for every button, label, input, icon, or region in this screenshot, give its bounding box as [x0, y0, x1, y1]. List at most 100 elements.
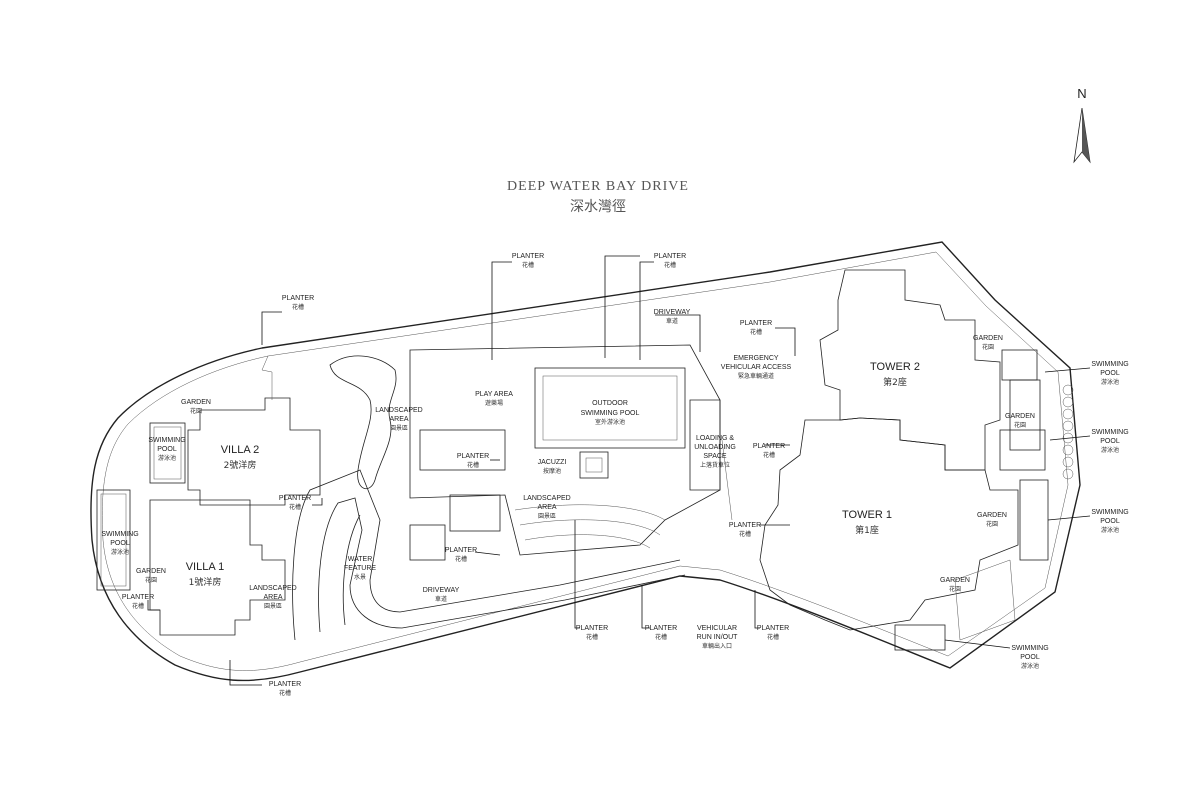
label-landscaped-3: LANDSCAPED AREA 園景區 — [523, 495, 570, 520]
label-garden-villa2: GARDEN 花園 — [181, 399, 211, 415]
svg-text:花槽: 花槽 — [750, 328, 762, 336]
label-planter-b1: PLANTER 花槽 — [576, 625, 608, 641]
planter-strip — [1062, 384, 1074, 480]
svg-text:PLANTER: PLANTER — [740, 320, 772, 327]
svg-text:車道: 車道 — [435, 595, 447, 603]
svg-text:OUTDOOR: OUTDOOR — [592, 400, 628, 407]
svg-text:PLANTER: PLANTER — [279, 495, 311, 502]
svg-text:GARDEN: GARDEN — [1005, 413, 1035, 420]
svg-text:游泳池: 游泳池 — [1101, 378, 1119, 386]
svg-text:PLANTER: PLANTER — [512, 253, 544, 260]
svg-text:SWIMMING: SWIMMING — [1011, 645, 1048, 652]
svg-text:室外游泳池: 室外游泳池 — [595, 418, 625, 426]
label-jacuzzi: JACUZZI 按摩池 — [538, 459, 567, 475]
svg-text:游泳池: 游泳池 — [1101, 446, 1119, 454]
svg-text:PLANTER: PLANTER — [576, 625, 608, 632]
svg-text:水景: 水景 — [354, 573, 366, 581]
label-driveway-bottom: DRIVEWAY 車道 — [423, 587, 460, 603]
site-boundary — [90, 241, 1081, 682]
svg-text:SWIMMING: SWIMMING — [148, 437, 185, 444]
svg-text:游泳池: 游泳池 — [158, 454, 176, 462]
svg-text:車道: 車道 — [666, 317, 678, 325]
svg-text:VILLA 2: VILLA 2 — [221, 444, 260, 456]
label-planter-villa: PLANTER 花槽 — [279, 495, 311, 511]
svg-text:園景區: 園景區 — [264, 603, 282, 610]
label-planter-t2: PLANTER 花槽 — [740, 320, 772, 336]
svg-text:花槽: 花槽 — [655, 633, 667, 641]
svg-text:POOL: POOL — [1100, 438, 1120, 445]
label-landscaped-2: LANDSCAPED AREA 園景區 — [249, 585, 296, 610]
label-planter-bl: PLANTER 花槽 — [269, 681, 301, 697]
svg-text:GARDEN: GARDEN — [977, 512, 1007, 519]
label-play-area: PLAY AREA 遊樂場 — [475, 391, 513, 407]
svg-text:LOADING &: LOADING & — [696, 435, 734, 442]
svg-text:UNLOADING: UNLOADING — [694, 444, 736, 451]
label-garden-t1a: GARDEN 花園 — [977, 512, 1007, 528]
svg-text:花槽: 花槽 — [522, 261, 534, 269]
svg-text:花槽: 花槽 — [763, 451, 775, 459]
svg-text:花槽: 花槽 — [767, 633, 779, 641]
north-arrow-icon: N — [1073, 86, 1091, 164]
label-pool-r3: SWIMMING POOL 游泳池 — [1091, 509, 1128, 534]
label-planter-top2: PLANTER 花槽 — [654, 253, 686, 269]
label-emergency-access: EMERGENCY VEHICULAR ACCESS 緊急車輛通道 — [721, 355, 792, 380]
svg-text:花園: 花園 — [1014, 421, 1026, 429]
svg-text:POOL: POOL — [1020, 654, 1040, 661]
svg-text:PLANTER: PLANTER — [654, 253, 686, 260]
road-name-en: DEEP WATER BAY DRIVE — [507, 179, 689, 194]
svg-text:PLAY AREA: PLAY AREA — [475, 391, 513, 398]
svg-text:花園: 花園 — [949, 585, 961, 593]
label-planter-v1: PLANTER 花槽 — [122, 594, 154, 610]
svg-text:SPACE: SPACE — [703, 453, 727, 460]
svg-text:PLANTER: PLANTER — [122, 594, 154, 601]
svg-text:EMERGENCY: EMERGENCY — [733, 355, 778, 362]
label-pool-r1: SWIMMING POOL 游泳池 — [1091, 361, 1128, 386]
amenity-block — [329, 344, 733, 561]
svg-text:PLANTER: PLANTER — [729, 522, 761, 529]
svg-text:LANDSCAPED: LANDSCAPED — [523, 495, 570, 502]
svg-text:2號洋房: 2號洋房 — [224, 459, 257, 471]
svg-text:花槽: 花槽 — [279, 689, 291, 697]
svg-text:AREA: AREA — [537, 504, 556, 511]
svg-text:RUN IN/OUT: RUN IN/OUT — [697, 634, 739, 641]
tower-1-building — [759, 417, 1049, 651]
svg-text:按摩池: 按摩池 — [543, 467, 561, 475]
svg-text:SWIMMING: SWIMMING — [1091, 361, 1128, 368]
svg-text:花槽: 花槽 — [289, 503, 301, 511]
label-villa-2: VILLA 2 2號洋房 — [221, 444, 260, 471]
svg-text:花槽: 花槽 — [664, 261, 676, 269]
label-planter-b3: PLANTER 花槽 — [757, 625, 789, 641]
label-planter-top1: PLANTER 花槽 — [512, 253, 544, 269]
svg-text:花槽: 花槽 — [586, 633, 598, 641]
svg-text:園景區: 園景區 — [390, 425, 408, 432]
svg-text:SWIMMING: SWIMMING — [101, 531, 138, 538]
svg-text:花槽: 花槽 — [292, 303, 304, 311]
label-water-feature: WATER FEATURE 水景 — [344, 556, 376, 581]
svg-text:PLANTER: PLANTER — [757, 625, 789, 632]
label-pool-r2: SWIMMING POOL 游泳池 — [1091, 429, 1128, 454]
road-name-cn: 深水灣徑 — [570, 199, 626, 215]
north-label: N — [1077, 86, 1086, 101]
svg-text:第1座: 第1座 — [855, 524, 879, 536]
svg-text:PLANTER: PLANTER — [445, 547, 477, 554]
label-planter-tl: PLANTER 花槽 — [282, 295, 314, 311]
label-planter-mid2: PLANTER 花槽 — [753, 443, 785, 459]
svg-text:TOWER 1: TOWER 1 — [842, 509, 892, 521]
svg-text:PLANTER: PLANTER — [645, 625, 677, 632]
svg-text:POOL: POOL — [1100, 370, 1120, 377]
label-planter-b2: PLANTER 花槽 — [645, 625, 677, 641]
label-tower-1: TOWER 1 第1座 — [842, 509, 892, 536]
svg-text:TOWER 2: TOWER 2 — [870, 361, 920, 373]
label-tower-2: TOWER 2 第2座 — [870, 361, 920, 388]
svg-text:花槽: 花槽 — [455, 555, 467, 563]
leader-lines — [147, 255, 1091, 686]
svg-text:DRIVEWAY: DRIVEWAY — [654, 309, 691, 316]
svg-text:POOL: POOL — [110, 540, 130, 547]
svg-text:AREA: AREA — [263, 594, 282, 601]
svg-text:LANDSCAPED: LANDSCAPED — [375, 407, 422, 414]
svg-text:SWIMMING: SWIMMING — [1091, 509, 1128, 516]
svg-text:花園: 花園 — [982, 343, 994, 351]
svg-text:GARDEN: GARDEN — [181, 399, 211, 406]
svg-text:VEHICULAR: VEHICULAR — [697, 625, 737, 632]
